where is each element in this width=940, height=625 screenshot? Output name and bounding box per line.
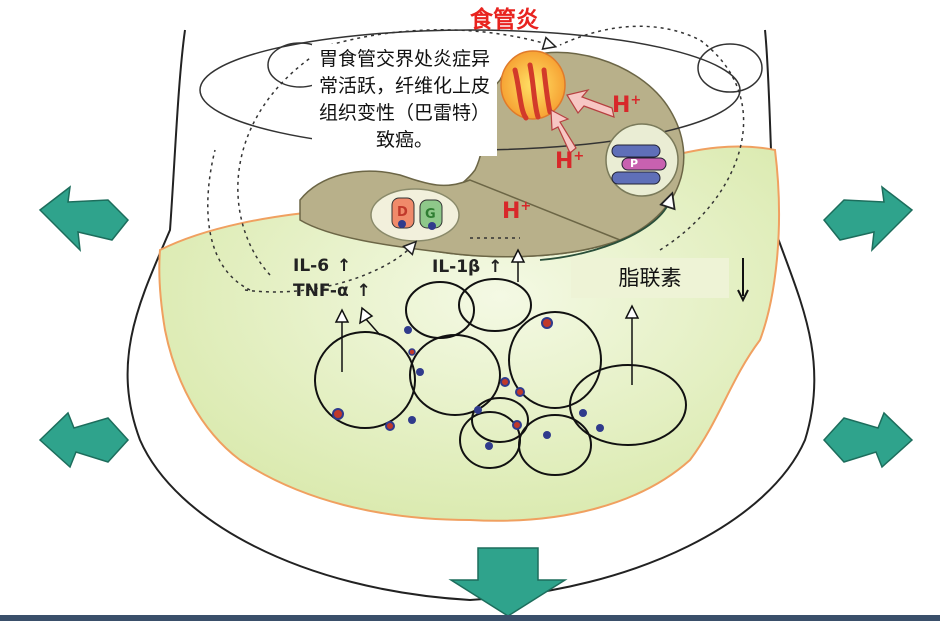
hplus-label: H+: [555, 149, 584, 174]
barrett-note: 胃食管交界处炎症异常活跃，纤维化上皮组织变性（巴雷特）致癌。: [312, 44, 497, 156]
hplus-label: H+: [612, 93, 641, 118]
stomach-lower-body: [299, 170, 623, 258]
up-arrow-icon: [510, 248, 526, 282]
expansion-arrow-icon: [38, 185, 130, 253]
up-arrow-icon: [624, 304, 640, 385]
dg-endocrine-cells: D G: [370, 188, 460, 242]
cytokine-pathway: [207, 149, 251, 291]
expansion-arrow-icon: [822, 411, 914, 469]
up-arrow-icon: [334, 308, 350, 372]
tnf-label: TNF-α↑: [293, 281, 371, 301]
esophagitis-title: 食管炎: [470, 6, 539, 33]
svg-text:G: G: [425, 207, 436, 222]
parietal-cell: P: [605, 123, 679, 197]
cytokine-pathway: [559, 25, 745, 251]
svg-text:P: P: [630, 157, 638, 170]
svg-text:D: D: [397, 205, 408, 220]
body-outline: [126, 29, 816, 602]
esophagus-tissue: [512, 62, 553, 121]
expansion-arrow-icon: [38, 411, 130, 469]
right-organ-outline: [697, 43, 763, 93]
acid-arrow-icon: [566, 88, 615, 118]
hplus-label: H+: [502, 199, 531, 224]
expansion-arrow-icon: [822, 185, 914, 253]
adiponectin-label: 脂联素: [571, 258, 729, 298]
macrophage-dots: [332, 317, 604, 450]
il1b-label: IL-1β↑: [432, 257, 502, 277]
adiponectin-pathway: [539, 200, 670, 261]
adipocyte-cluster: [314, 278, 687, 476]
expansion-arrow-icon: [448, 547, 568, 617]
il6-label: IL-6↑: [293, 256, 351, 276]
cytokine-pathway: [237, 29, 550, 276]
down-arrow-icon: [737, 258, 749, 303]
acid-arrow-icon: [550, 108, 577, 154]
up-arrow-icon: [359, 306, 381, 336]
bottom-bar: [0, 615, 940, 621]
